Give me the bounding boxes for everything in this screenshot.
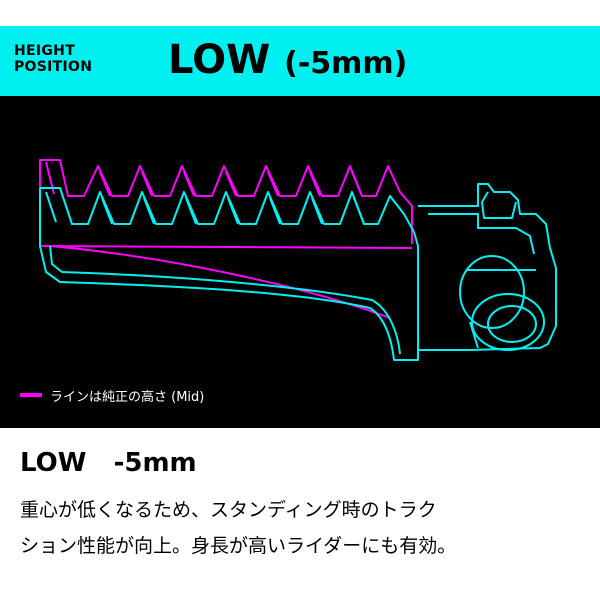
low-teeth-inner bbox=[45, 191, 365, 225]
position-title: LOW (-5mm) bbox=[168, 36, 407, 88]
low-body-inner bbox=[49, 245, 401, 355]
legend: ラインは純正の高さ (Mid) bbox=[20, 386, 205, 405]
bracket-inner bbox=[428, 213, 535, 255]
title-main: LOW bbox=[168, 37, 271, 83]
title-paren: (-5mm) bbox=[284, 46, 408, 81]
height-position-label: HEIGHT POSITION bbox=[14, 43, 92, 75]
low-body bbox=[39, 188, 419, 361]
diagram-panel: ラインは純正の高さ (Mid) bbox=[0, 96, 600, 428]
description-line-1: 重心が低くなるため、スタンディング時のトラク bbox=[20, 499, 437, 521]
height-label: HEIGHT bbox=[14, 43, 76, 59]
stock-teeth bbox=[39, 159, 413, 246]
bracket bbox=[418, 183, 557, 351]
stock-teeth-inner bbox=[45, 161, 363, 197]
legend-text: ラインは純正の高さ (Mid) bbox=[50, 389, 205, 405]
pivot-inner bbox=[487, 305, 537, 343]
bracket-top bbox=[481, 191, 517, 219]
description-line-2: ション性能が向上。身長が高いライダーにも有効。 bbox=[20, 535, 457, 557]
stock-outline bbox=[39, 159, 413, 319]
description: 重心が低くなるため、スタンディング時のトラク ション性能が向上。身長が高いライダ… bbox=[20, 492, 590, 564]
position-label: POSITION bbox=[14, 59, 93, 75]
subtitle: LOW -5mm bbox=[20, 448, 197, 478]
pivot-outer bbox=[459, 255, 525, 329]
legend-swatch bbox=[20, 393, 42, 397]
pivot-mid bbox=[471, 293, 545, 351]
low-outline bbox=[39, 183, 557, 361]
footpeg-outline-drawing bbox=[39, 159, 557, 361]
header-bar: HEIGHT POSITION LOW (-5mm) bbox=[0, 26, 600, 96]
pivot-sleeve bbox=[466, 269, 536, 349]
